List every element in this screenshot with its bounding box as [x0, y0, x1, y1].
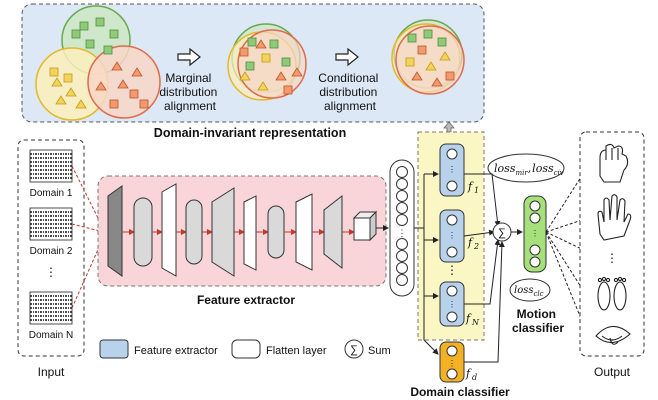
conditional-aligned-clusters	[391, 19, 465, 95]
output-ellipsis: ⋮	[606, 251, 618, 265]
svg-text:⋮: ⋮	[448, 165, 456, 174]
domain-invariant-panel: Marginal distribution alignment	[21, 3, 485, 140]
open-hand-icon	[597, 194, 632, 241]
domain-1-label: Domain 1	[30, 188, 73, 199]
emg-signal-domain-2	[29, 207, 73, 241]
up-arrow	[443, 121, 455, 133]
fd-subscript: d	[472, 373, 477, 382]
loss-mir-text: loss	[494, 162, 516, 175]
domain-classifier-label: Domain classifier	[410, 385, 510, 399]
motion-classifier-label-2: classifier	[512, 321, 564, 335]
fist-icon	[599, 143, 629, 183]
motion-classifier: ⋮ lossclc Motion classifier	[509, 195, 564, 335]
emg-signal-domain-n	[29, 291, 73, 325]
f1-subscript: 1	[474, 186, 479, 195]
f1-label: f	[467, 180, 474, 193]
loss-clc-text: loss	[514, 285, 533, 296]
motion-classifier-label-1: Motion	[517, 307, 556, 321]
conditional-label-3: alignment	[324, 99, 377, 113]
legend: Feature extractor Flatten layer ∑ Sum	[99, 339, 391, 359]
loss-mir-civ-bubble: lossmir,lossciv	[487, 153, 565, 183]
conditional-label-2: distribution	[319, 85, 377, 99]
legend-sum: ∑ Sum	[344, 339, 391, 359]
svg-text:⋮: ⋮	[448, 300, 456, 309]
marginal-aligned-clusters	[227, 23, 307, 101]
svg-text:lossclc: lossclc	[514, 285, 544, 298]
fn-subscript: N	[471, 318, 480, 327]
domain-classifier-module: ⋮ f d Domain classifier	[410, 341, 510, 399]
f2-subscript: 2	[473, 242, 479, 251]
loss-mir-subscript: mir	[515, 169, 528, 177]
conditional-label-1: Conditional	[318, 71, 378, 85]
domain-invariant-title: Domain-invariant representation	[154, 126, 346, 140]
loss-clc-subscript: clc	[533, 290, 543, 298]
marginal-label-1: Marginal	[165, 71, 211, 85]
branch-ellipsis: ⋮	[446, 263, 458, 277]
marginal-label-3: alignment	[164, 99, 217, 113]
legend-sum-label: Sum	[368, 345, 391, 357]
marginal-label-2: distribution	[159, 85, 217, 99]
legend-feature-extractor-label: Feature extractor	[134, 345, 218, 357]
branch-region: ⋮ f 1 ⋮ f 2 ⋮ ⋮ f N	[414, 131, 485, 355]
input-ellipsis: ⋮	[45, 265, 57, 279]
source-domain-clusters	[35, 5, 161, 121]
domain-2-label: Domain 2	[30, 246, 73, 257]
output-panel: ⋮ Output	[579, 131, 645, 379]
classifier-module-fn: ⋮ f N	[439, 281, 480, 327]
flatten-layer: ⋮	[389, 159, 415, 297]
marginal-alignment-arrow: Marginal distribution alignment	[159, 47, 220, 113]
svg-text:⋮: ⋮	[448, 359, 456, 368]
svg-text:⋮: ⋮	[531, 229, 539, 238]
conditional-alignment-arrow: Conditional distribution alignment	[318, 47, 381, 113]
legend-flatten-layer-label: Flatten layer	[266, 345, 327, 357]
svg-text:⋮: ⋮	[448, 231, 456, 240]
input-title: Input	[38, 365, 65, 379]
svg-text:∑: ∑	[498, 227, 506, 239]
feature-extractor-label: Feature extractor	[197, 293, 295, 307]
input-panel: Domain 1 Domain 2 ⋮ Domain N Input	[17, 139, 85, 379]
classifier-module-f1: ⋮ f 1	[439, 143, 479, 197]
output-title: Output	[594, 365, 631, 379]
svg-text:⋮: ⋮	[398, 228, 407, 238]
fn-label: f	[465, 312, 472, 325]
mouth-icon	[595, 325, 631, 345]
feet-icon	[597, 276, 627, 311]
svg-text:Conditional distributi: Conditional distribution alignment	[318, 71, 381, 113]
svg-text:lossmir,lossciv: lossmir,lossciv	[494, 162, 564, 177]
sum-node: ∑	[463, 173, 523, 363]
loss-civ-subscript: civ	[554, 169, 564, 177]
fd-label: f	[465, 367, 472, 380]
legend-sum-symbol: ∑	[350, 344, 358, 356]
svg-text:Marginal distribution: Marginal distribution alignment	[159, 71, 220, 113]
emg-signal-domain-1	[29, 149, 73, 183]
loss-civ-text: loss	[532, 162, 554, 175]
f2-label: f	[467, 236, 474, 249]
feature-extractor: Feature extractor	[97, 175, 387, 307]
legend-feature-extractor: Feature extractor	[99, 339, 218, 359]
domain-n-label: Domain N	[29, 330, 73, 341]
svg-text:Motion classifier: Motion classifier	[512, 307, 564, 335]
legend-flatten-layer: Flatten layer	[231, 339, 327, 359]
